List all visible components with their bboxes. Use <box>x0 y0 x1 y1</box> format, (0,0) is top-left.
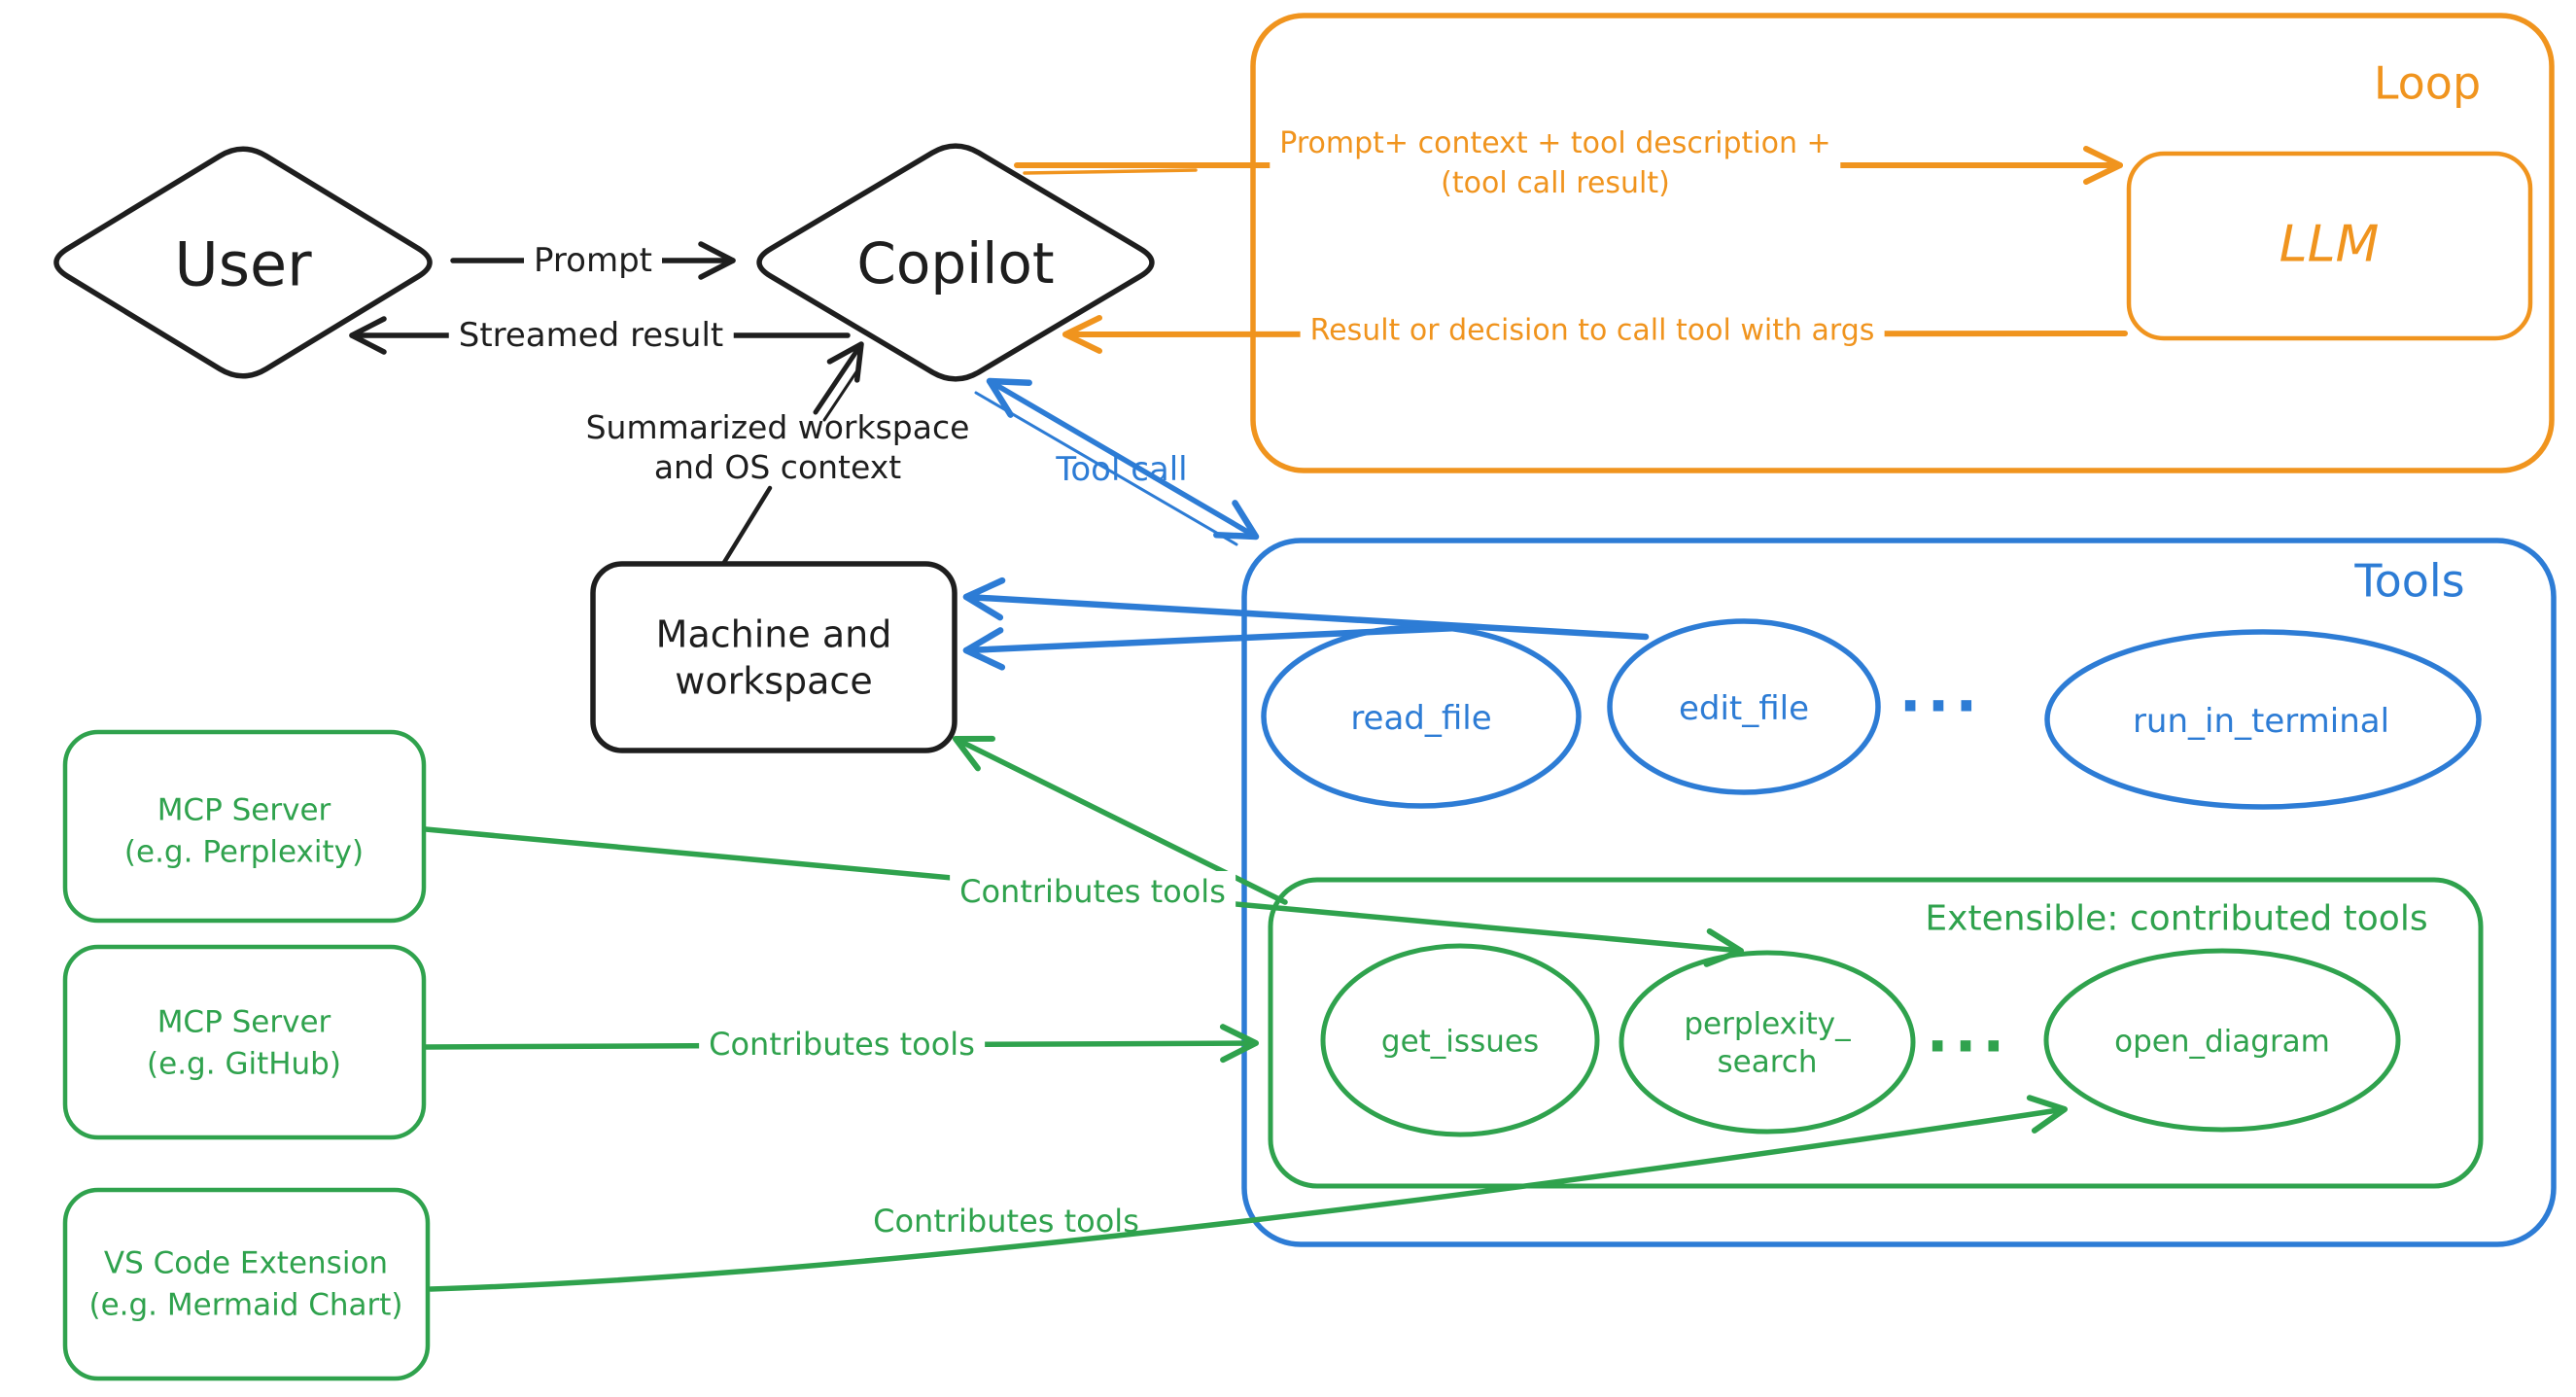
summarized-context-arrow <box>813 341 864 415</box>
llm-response-edge-label: Result or decision to call tool with arg… <box>1300 311 1885 350</box>
streamed-result-edge-label: Streamed result <box>448 313 734 358</box>
llm-label: LLM <box>2279 215 2380 274</box>
copilot-diamond <box>756 143 1155 382</box>
run-in-terminal-label: run_in_terminal <box>2132 701 2390 741</box>
vscode-extension-label: VS Code Extension (e.g. Mermaid Chart) <box>88 1245 403 1323</box>
mcp-perplexity-label: MCP Server (e.g. Perplexity) <box>123 792 365 870</box>
tool-call-arrow <box>986 377 1260 541</box>
tools-group-box <box>1241 538 2557 1247</box>
user-label: User <box>174 228 312 300</box>
contributes-tools-label-1: Contributes tools <box>950 871 1236 912</box>
machine-context-connector <box>720 485 773 567</box>
summarized-context-label: Summarized workspace and OS context <box>585 407 970 486</box>
copilot-label: Copilot <box>856 229 1055 297</box>
extensible-group-label: Extensible: contributed tools <box>1925 898 2428 939</box>
prompt-edge-label: Prompt <box>524 238 662 283</box>
contributes-tools-label-2: Contributes tools <box>699 1024 985 1065</box>
llm-request-edge-label: Prompt+ context + tool description + (to… <box>1270 122 1841 205</box>
machine-workspace-box <box>590 561 957 753</box>
contributed-tools-ellipsis: ... <box>1926 997 2011 1066</box>
get-issues-label: get_issues <box>1380 1024 1540 1060</box>
edit-file-ellipse <box>1607 618 1881 795</box>
vscode-extension-box <box>62 1187 431 1381</box>
edit-file-label: edit_file <box>1678 688 1810 728</box>
machine-workspace-label: Machine and workspace <box>655 612 892 703</box>
user-diamond <box>53 146 433 379</box>
vscode-contributes-arrow <box>428 1095 2068 1292</box>
builtin-tools-ellipsis: ... <box>1898 657 1984 726</box>
loop-group-label: Loop <box>2373 56 2482 110</box>
tool-call-arrow-sketch-stroke <box>974 391 1238 546</box>
read-file-to-machine-arrow <box>962 624 1462 671</box>
tools-group-label: Tools <box>2354 554 2465 608</box>
mcp-perplexity-box <box>62 729 427 924</box>
open-diagram-label: open_diagram <box>2114 1024 2330 1060</box>
perplexity-search-ellipse <box>1619 950 1916 1135</box>
read-file-label: read_file <box>1350 698 1492 738</box>
run-in-terminal-ellipse <box>2044 629 2482 810</box>
tool-call-edge-label: Tool call <box>1056 449 1188 489</box>
llm-request-arrow-sketch-stroke <box>1023 168 1198 175</box>
summarized-context-arrow-sketch-stroke <box>822 368 859 422</box>
extensible-group-box <box>1268 877 2484 1189</box>
contributes-tools-label-3: Contributes tools <box>873 1203 1139 1240</box>
llm-node-box <box>2126 151 2533 341</box>
mcp-github-box <box>62 944 427 1140</box>
edit-file-to-machine-arrow <box>962 576 1650 641</box>
loop-group-box <box>1250 13 2555 473</box>
open-diagram-ellipse <box>2043 948 2401 1133</box>
get-issues-ellipse <box>1320 943 1600 1137</box>
perplexity-search-label: perplexity_ search <box>1684 1006 1851 1079</box>
mcp-github-label: MCP Server (e.g. GitHub) <box>147 1004 341 1082</box>
